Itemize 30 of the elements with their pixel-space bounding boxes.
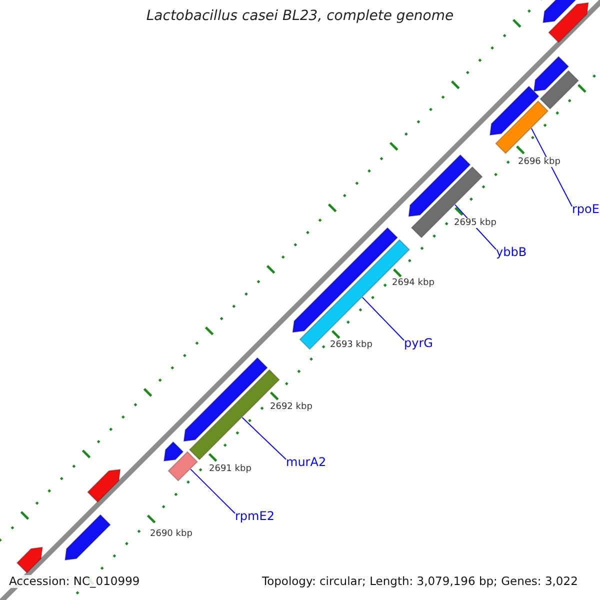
gene-bar: [168, 451, 198, 482]
scale-label: 2691 kbp: [209, 464, 252, 474]
scale-label: 2694 kbp: [392, 278, 434, 288]
gene-label: murA2: [286, 456, 326, 470]
gene-feature: [87, 468, 121, 503]
scale-label: 2692 kbp: [270, 402, 312, 412]
gene-label: pyrG: [404, 337, 433, 351]
gene-feature: [183, 357, 268, 442]
gene-label: rpoE: [572, 203, 600, 217]
title: Lactobacillus casei BL23, complete genome: [146, 8, 454, 24]
gene-feature: [548, 2, 589, 44]
scale-label: 2690 kbp: [150, 529, 192, 540]
leader-line: [530, 128, 572, 207]
scale-label: 2693 kbp: [330, 340, 372, 350]
scale-label: 2696 kbp: [518, 157, 560, 168]
leader-line: [362, 296, 404, 341]
gene-feature: [533, 56, 570, 92]
gene-feature: [163, 441, 184, 462]
genome-info-text: Topology: circular; Length: 3,079,196 bp; Genes: 3,022: [262, 575, 578, 588]
accession-text: Accession: NC_010999: [9, 575, 140, 588]
gene-label: rpmE2: [235, 510, 274, 524]
gene-bar: [540, 70, 580, 110]
gene-feature: [408, 154, 471, 217]
leader-line: [242, 417, 286, 460]
scale-label: 2695 kbp: [454, 218, 496, 228]
gene-label: ybbB: [496, 246, 527, 260]
gene-feature: [64, 514, 111, 561]
leader-line: [190, 468, 236, 514]
gene-feature: [489, 86, 540, 136]
gene-bar: [495, 100, 549, 154]
